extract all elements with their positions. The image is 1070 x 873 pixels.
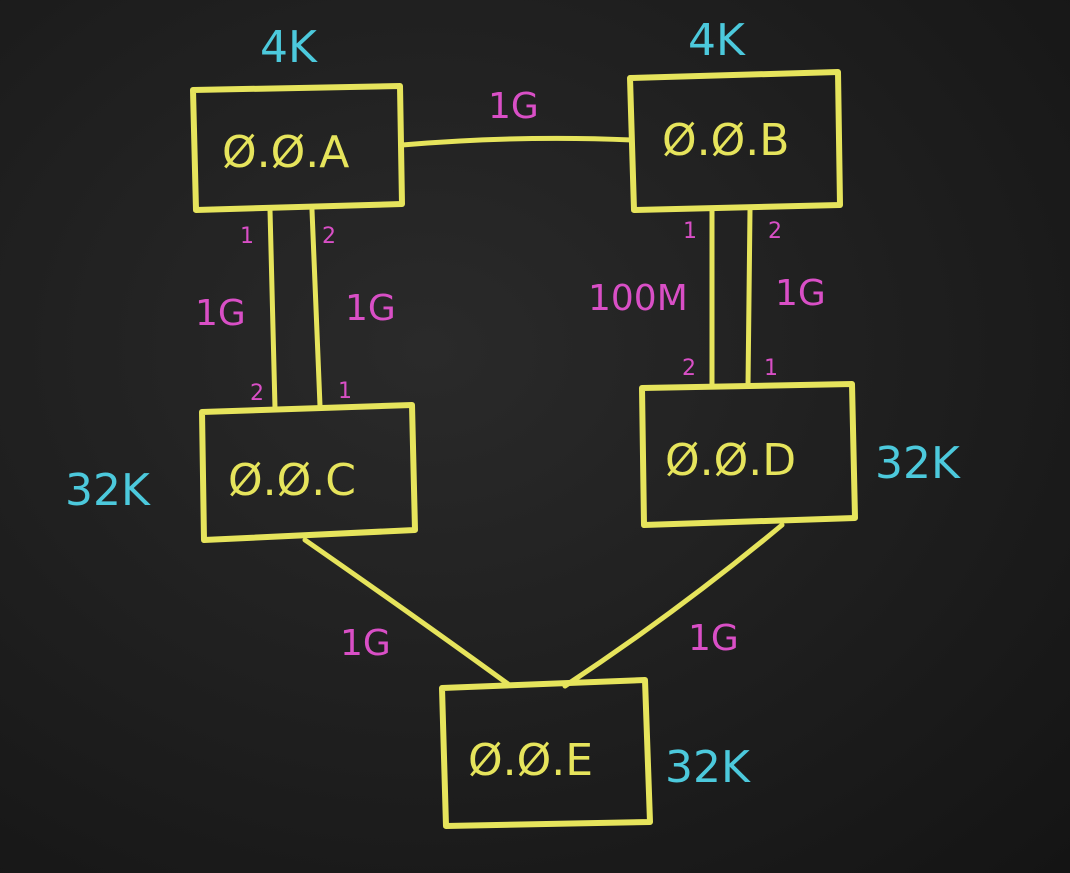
link-a-c-1-speed: 1G — [195, 293, 246, 334]
link-a-c-2-port-a: 2 — [322, 224, 336, 249]
node-d-box[interactable] — [639, 381, 858, 528]
link-d-e — [562, 522, 785, 689]
link-c-e — [302, 537, 511, 687]
node-d-label: Ø.Ø.D — [665, 435, 796, 486]
link-b-d-1-port-d: 2 — [682, 356, 696, 381]
link-b-d-2-port-b: 2 — [768, 219, 782, 244]
node-c-priority: 32K — [65, 465, 151, 516]
link-b-d-2-port-d: 1 — [764, 356, 778, 381]
node-b-box[interactable] — [627, 69, 843, 213]
node-a-label: Ø.Ø.A — [222, 127, 349, 178]
node-d-priority: 32K — [875, 438, 961, 489]
node-e-box[interactable] — [439, 677, 653, 829]
node-a-priority: 4K — [260, 22, 318, 73]
link-d-e-speed: 1G — [688, 618, 739, 659]
node-e-priority: 32K — [665, 742, 751, 793]
node-e-label: Ø.Ø.E — [468, 735, 593, 786]
link-a-b-speed: 1G — [488, 86, 539, 127]
link-c-e-speed: 1G — [340, 623, 391, 664]
link-b-d-2 — [745, 207, 753, 389]
link-a-c-2-port-c: 1 — [338, 379, 352, 404]
link-a-c-2 — [309, 207, 323, 409]
node-c-label: Ø.Ø.C — [228, 455, 356, 506]
link-a-c-1 — [267, 207, 278, 411]
node-a-box[interactable] — [190, 83, 405, 213]
link-a-c-1-port-c: 2 — [250, 381, 264, 406]
link-b-d-2-speed: 1G — [775, 273, 826, 314]
node-b-label: Ø.Ø.B — [662, 115, 789, 166]
link-a-c-1-port-a: 1 — [240, 224, 254, 249]
node-c-box[interactable] — [199, 402, 418, 543]
link-a-b — [399, 135, 635, 148]
link-b-d-1-speed: 100M — [588, 278, 688, 319]
link-b-d-1-port-b: 1 — [683, 219, 697, 244]
link-a-c-2-speed: 1G — [345, 288, 396, 329]
node-b-priority: 4K — [688, 15, 746, 66]
